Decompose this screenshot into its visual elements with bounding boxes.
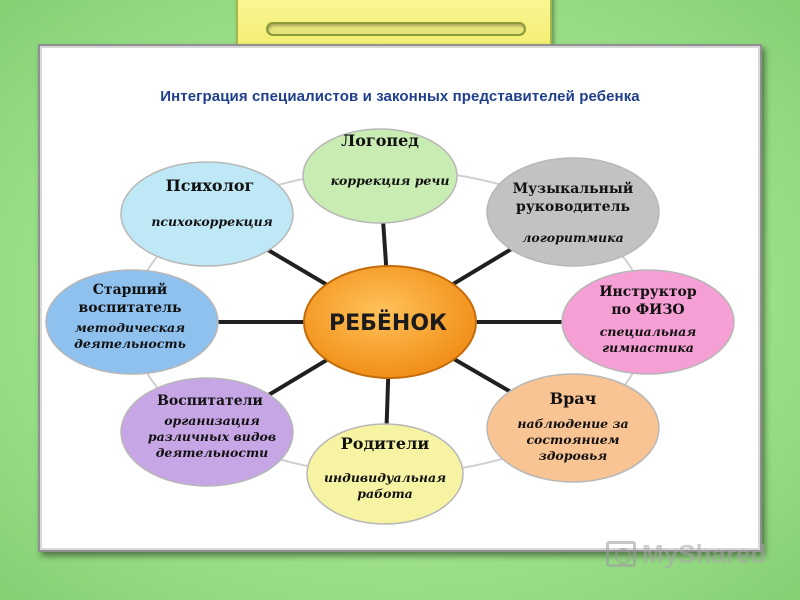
node-doctor-ellipse — [486, 373, 660, 483]
node-logoped-title: Логопед — [341, 131, 419, 150]
node-educators-subtitle: организация — [164, 413, 260, 428]
node-doctor-subtitle: наблюдение за — [517, 416, 628, 431]
node-educators-subtitle: деятельности — [156, 445, 269, 460]
node-fizo-subtitle: гимнастика — [602, 340, 694, 355]
node-senior-title: Старший — [93, 281, 168, 298]
node-music-subtitle: логоритмика — [522, 230, 623, 245]
node-doctor-subtitle: здоровья — [539, 448, 608, 463]
tab-slot — [266, 22, 526, 36]
node-fizo-subtitle: специальная — [600, 324, 696, 339]
node-senior-ellipse — [45, 269, 219, 375]
node-fizo-title: Инструктор — [599, 284, 697, 300]
node-parents-subtitle: индивидуальная — [324, 470, 446, 485]
node-logoped-subtitle: коррекция речи — [331, 173, 450, 188]
page-title: Интеграция специалистов и законных предс… — [160, 88, 640, 105]
watermark: MyShared — [606, 536, 766, 572]
node-music-title: руководитель — [516, 199, 630, 215]
node-music-title: Музыкальный — [513, 180, 634, 197]
node-senior-title: воспитатель — [79, 300, 182, 316]
node-senior-subtitle: методическая — [75, 320, 185, 335]
node-psychologist-title: Психолог — [166, 176, 255, 195]
node-psychologist-ellipse — [120, 161, 294, 267]
node-parents-title: Родители — [341, 434, 430, 453]
nodes: Логопед коррекция речи Музыкальный руководи… — [45, 128, 735, 525]
watermark-text: MyShared — [642, 538, 767, 569]
node-logoped-ellipse — [302, 128, 458, 224]
node-fizo-ellipse — [561, 269, 735, 375]
node-educators-title: Воспитатели — [157, 393, 263, 409]
node-parents-subtitle: работа — [357, 486, 413, 501]
center-ellipse — [303, 265, 477, 379]
center-node: РЕБЁНОК — [303, 265, 477, 379]
node-psychologist-subtitle: психокоррекция — [151, 214, 272, 229]
node-doctor-title: Врач — [550, 389, 597, 408]
node-educators-ellipse — [120, 377, 294, 487]
node-educators-subtitle: различных видов — [148, 429, 276, 444]
node-doctor-subtitle: состоянием — [526, 432, 619, 447]
node-logoped: Логопед коррекция речи — [302, 128, 458, 224]
node-psychologist: Психолог психокоррекция — [120, 161, 294, 267]
center-label: РЕБЁНОК — [329, 310, 447, 336]
node-senior: Старший воспитатель методическаядеятельнос… — [45, 269, 219, 375]
node-music: Музыкальный руководитель логоритмика — [486, 157, 660, 267]
node-parents-ellipse — [306, 423, 464, 525]
node-fizo-title: по ФИЗО — [611, 302, 684, 318]
presentation-board-icon — [606, 541, 636, 567]
node-senior-subtitle: деятельность — [74, 336, 186, 351]
node-music-ellipse — [486, 157, 660, 267]
